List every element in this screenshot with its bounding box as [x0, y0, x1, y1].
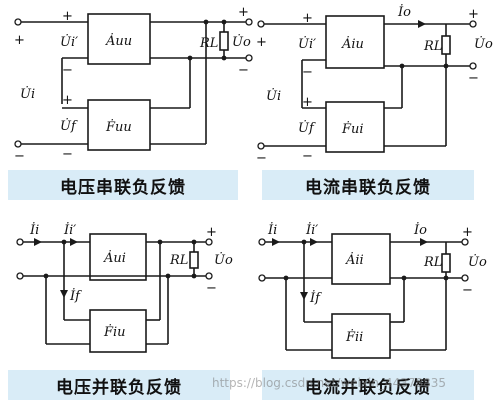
input-prime-label: İi′ — [63, 221, 76, 238]
input-current-label: İi — [267, 221, 277, 238]
amplifier-block — [325, 15, 385, 69]
input-prime-arrow — [310, 238, 318, 246]
svg-text:−: − — [62, 147, 73, 162]
output-terminal-bottom — [205, 272, 213, 280]
input-current-label: İi — [29, 221, 39, 238]
svg-text:−: − — [256, 151, 267, 166]
panel-voltage-shunt: + − Ȧui Ḟiu İi İi′ İf RL U̇o — [16, 221, 233, 353]
svg-text:−: − — [302, 65, 313, 80]
output-current-label: İo — [397, 3, 411, 20]
input-terminal-top — [258, 238, 266, 246]
svg-text:+: + — [462, 225, 473, 240]
input-terminal-top — [257, 20, 265, 28]
input-terminal-top — [14, 18, 22, 26]
feedback-signal-label: İf — [69, 287, 82, 304]
svg-text:+: + — [468, 7, 479, 22]
feedback-block — [331, 313, 391, 359]
amp-label: Ȧui — [103, 249, 126, 266]
feedback-current-arrow — [60, 290, 68, 298]
svg-text:−: − — [62, 63, 73, 78]
feedback-block — [89, 309, 147, 353]
svg-text:+: + — [62, 93, 73, 108]
caption-current-series: 电流串联负反馈 — [262, 170, 474, 200]
output-terminal-bottom — [245, 54, 253, 62]
watermark: https://blog.csdn.net/weixin_44378835 — [212, 376, 447, 390]
amplifier-block — [87, 13, 151, 65]
svg-text:+: + — [302, 95, 313, 110]
caption-voltage-series: 电压串联负反馈 — [8, 170, 238, 200]
output-terminal-top — [461, 238, 469, 246]
svg-text:+: + — [302, 11, 313, 26]
svg-text:+: + — [62, 9, 73, 24]
input-terminal-bottom — [16, 272, 24, 280]
input-current-arrow — [34, 238, 42, 246]
svg-text:+: + — [238, 5, 249, 20]
output-terminal-top — [245, 18, 253, 26]
amplifier-block — [331, 233, 391, 285]
load-resistor — [441, 35, 451, 55]
svg-text:+: + — [256, 35, 267, 50]
amp-label: Ȧiu — [341, 35, 364, 52]
input-prime-label: U̇i′ — [60, 34, 78, 50]
panel-current-shunt: + − Ȧii Ḟii İi İi′ İf RL U̇o İo — [258, 221, 487, 359]
feedback-current-arrow — [300, 292, 308, 300]
load-resistor — [441, 253, 451, 273]
output-voltage-label: U̇o — [468, 254, 487, 270]
feedback-label: Ḟuu — [105, 118, 132, 135]
output-voltage-label: U̇o — [232, 34, 251, 50]
amp-label: Ȧuu — [105, 32, 132, 49]
input-current-arrow — [272, 238, 280, 246]
input-terminal-bottom — [257, 142, 265, 150]
amplifier-block — [89, 233, 147, 281]
output-voltage-label: U̇o — [214, 252, 233, 268]
load-resistor — [219, 31, 229, 51]
feedback-label: Ḟii — [345, 328, 363, 345]
svg-text:−: − — [462, 283, 473, 298]
feedback-signal-label: U̇f — [60, 118, 78, 134]
svg-text:+: + — [14, 33, 25, 48]
load-label: RL — [423, 39, 442, 54]
input-voltage-label: U̇i — [20, 86, 35, 102]
output-terminal-bottom — [461, 274, 469, 282]
output-terminal-top — [469, 20, 477, 28]
output-terminal-bottom — [469, 62, 477, 70]
panel-current-series: + + − + − − + − Ȧiu Ḟui U̇i U̇i′ U̇f RL … — [256, 3, 493, 166]
svg-text:−: − — [238, 63, 249, 78]
feedback-signal-label: İf — [309, 289, 322, 306]
feedback-label: Ḟui — [341, 120, 364, 137]
input-prime-label: İi′ — [305, 221, 318, 238]
input-terminal-top — [16, 238, 24, 246]
load-resistor — [189, 251, 199, 269]
output-voltage-label: U̇o — [474, 36, 493, 52]
input-terminal-bottom — [14, 140, 22, 148]
output-current-arrow — [420, 238, 428, 246]
output-terminal-top — [205, 238, 213, 246]
amp-label: Ȧii — [345, 251, 364, 268]
input-voltage-label: U̇i — [266, 88, 281, 104]
feedback-signal-label: U̇f — [298, 120, 316, 136]
input-prime-label: U̇i′ — [298, 36, 316, 52]
feedback-block — [325, 101, 385, 153]
svg-text:+: + — [206, 225, 217, 240]
load-label: RL — [169, 253, 188, 268]
load-label: RL — [423, 255, 442, 270]
svg-text:−: − — [206, 281, 217, 296]
caption-voltage-shunt: 电压并联负反馈 — [8, 370, 230, 400]
load-label: RL — [199, 36, 218, 51]
input-prime-arrow — [70, 238, 78, 246]
svg-text:−: − — [468, 71, 479, 86]
feedback-label: Ḟiu — [103, 323, 126, 340]
input-terminal-bottom — [258, 274, 266, 282]
svg-text:−: − — [302, 149, 313, 164]
caption-current-shunt: 电流并联负反馈 — [262, 370, 474, 400]
output-current-arrow — [418, 20, 426, 28]
output-current-label: İo — [413, 221, 427, 238]
feedback-block — [87, 99, 151, 151]
panel-voltage-series: + + − + − − + − Ȧuu Ḟuu U̇i U̇i′ U̇f RL … — [14, 5, 253, 164]
svg-text:−: − — [14, 149, 25, 164]
